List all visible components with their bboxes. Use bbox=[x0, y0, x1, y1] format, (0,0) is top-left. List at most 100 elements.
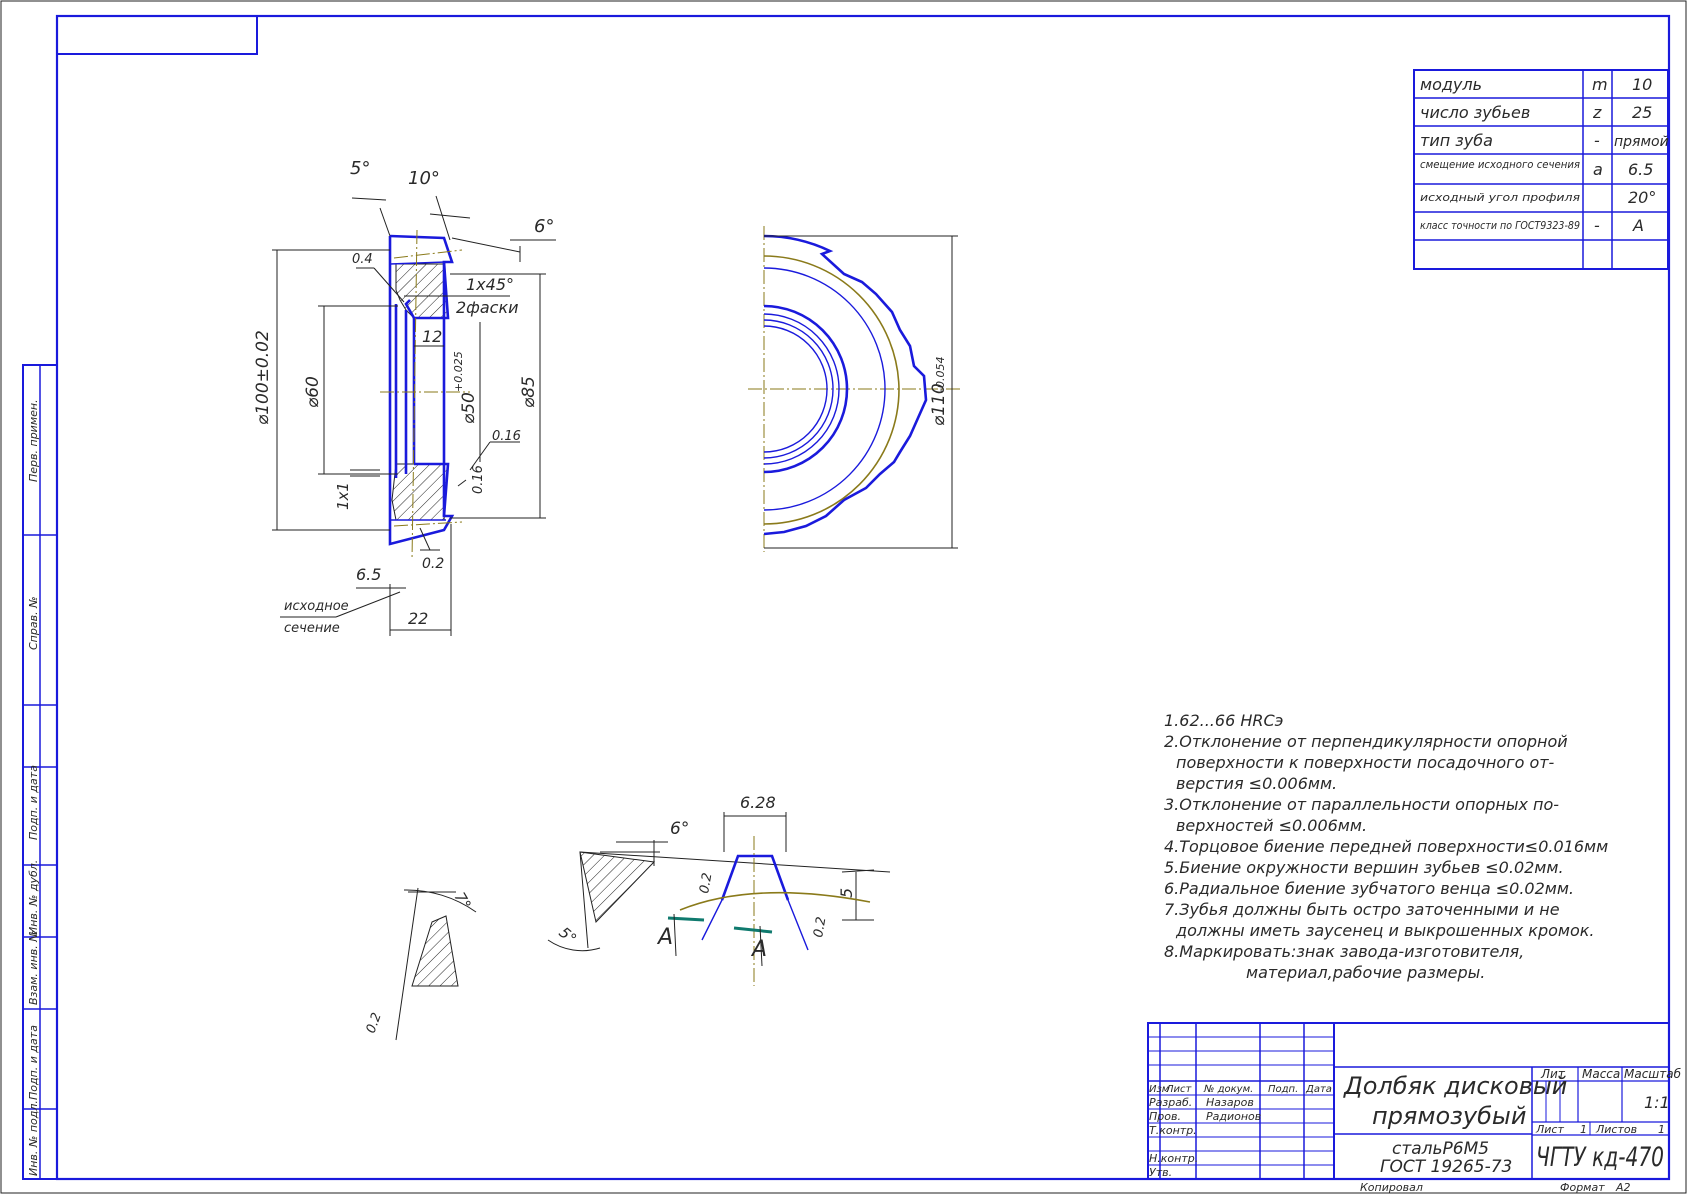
cutting-edge-detail: 7° 0.2 bbox=[364, 887, 477, 1041]
dim-diameter-50-tol: +0.025 bbox=[452, 351, 465, 392]
dim-angle-6-detail: 6° bbox=[670, 819, 689, 839]
tb-role: Утв. bbox=[1149, 1166, 1172, 1179]
dim-diameter-110-tol: -0.054 bbox=[934, 357, 947, 392]
dim-chamfer-count: 2фаски bbox=[456, 298, 519, 317]
drawing-title-2: прямозубый bbox=[1372, 1102, 1526, 1130]
note-line: поверхности к поверхности посадочного от… bbox=[1176, 753, 1555, 772]
dim-diameter-85: ⌀85 bbox=[519, 376, 539, 408]
dim-width-12: 12 bbox=[422, 327, 442, 346]
section-marker-a: А bbox=[656, 925, 673, 950]
stamp-label: Перв. примен. bbox=[27, 399, 40, 482]
note-line: верхностей ≤0.006мм. bbox=[1176, 816, 1367, 835]
format-label: Формат bbox=[1560, 1181, 1605, 1194]
note-line: материал,рабочие размеры. bbox=[1246, 963, 1485, 982]
dim-angle-6: 6° bbox=[534, 216, 554, 237]
stamp-label: Взам. инв. № bbox=[27, 930, 40, 1005]
note-line: 1.62...66 HRCэ bbox=[1164, 711, 1283, 730]
sheets-label: Листов bbox=[1595, 1123, 1637, 1136]
material-1: стальР6М5 bbox=[1392, 1139, 1489, 1159]
param-name: смещение исходного сечения bbox=[1420, 158, 1580, 171]
dim-radius-02b: 0.2 bbox=[811, 916, 829, 939]
param-symbol: m bbox=[1592, 75, 1608, 94]
tb-header-doc: № докум. bbox=[1203, 1084, 1253, 1095]
tb-name: Назаров bbox=[1206, 1096, 1254, 1109]
param-name: модуль bbox=[1420, 75, 1482, 94]
stamp-label: Подп. и дата bbox=[27, 1025, 40, 1100]
param-value: прямой bbox=[1614, 134, 1669, 150]
dim-roughness-016: 0.16 bbox=[492, 429, 521, 444]
note-line: 6.Радиальное биение зубчатого венца ≤0.0… bbox=[1164, 879, 1574, 898]
dim-radius-04: 0.4 bbox=[352, 252, 373, 267]
section-marker-a: А bbox=[750, 937, 767, 962]
dim-radius-02c: 0.2 bbox=[364, 1011, 385, 1036]
dim-angle-5-detail: 5° bbox=[555, 923, 580, 948]
designation: ЧГТУ кд-470 bbox=[1536, 1142, 1664, 1173]
tb-header-sign: Подп. bbox=[1268, 1084, 1298, 1095]
param-symbol: - bbox=[1594, 131, 1600, 150]
param-value: 25 bbox=[1632, 103, 1652, 122]
dim-width-22: 22 bbox=[408, 609, 428, 628]
tb-role: Разраб. bbox=[1149, 1096, 1192, 1109]
dim-diameter-50: ⌀50 bbox=[459, 392, 479, 424]
sheet-label: Лист bbox=[1535, 1123, 1564, 1136]
param-name: тип зуба bbox=[1420, 131, 1493, 150]
stamp-label: Справ. № bbox=[27, 596, 40, 650]
dim-chamfer: 1x45° bbox=[466, 275, 514, 294]
source-section-label-1: исходное bbox=[284, 599, 349, 614]
dim-diameter-110: ⌀110 bbox=[929, 383, 949, 426]
tb-role: Н.контр. bbox=[1149, 1152, 1198, 1165]
stamp-label: Подп. и дата bbox=[27, 765, 40, 840]
note-line: верстия ≤0.006мм. bbox=[1176, 774, 1337, 793]
technical-notes: 1.62...66 HRCэ 2.Отклонение от перпендик… bbox=[1164, 711, 1608, 982]
stamp-label: Инв. № дубл. bbox=[27, 860, 40, 935]
title-block: Изм Лист № докум. Подп. Дата Разраб. Наз… bbox=[1147, 1022, 1682, 1194]
dim-roughness-02: 0.2 bbox=[422, 556, 444, 572]
param-symbol: a bbox=[1593, 160, 1603, 179]
side-stamp: Перв. примен. Справ. № Подп. и дата Инв.… bbox=[22, 364, 58, 1180]
section-view: 5° 10° 6° 0.4 1x45° 2фаски ⌀100±0.02 ⌀60… bbox=[253, 158, 556, 636]
param-value: А bbox=[1632, 216, 1644, 235]
dim-radius-02a: 0.2 bbox=[697, 872, 715, 895]
tb-role: Т.контр. bbox=[1149, 1124, 1197, 1137]
dim-roughness-016b: 0.16 bbox=[471, 465, 486, 494]
material-2: ГОСТ 19265-73 bbox=[1380, 1157, 1512, 1177]
tooth-detail-view: 6.28 6° 5 0.2 0.2 5° А А bbox=[547, 793, 891, 986]
dim-tooth-width: 6.28 bbox=[740, 793, 776, 812]
copied-label: Копировал bbox=[1360, 1181, 1423, 1194]
dim-height-5: 5 bbox=[837, 888, 856, 898]
param-symbol: - bbox=[1594, 216, 1600, 235]
tb-name: Радионов bbox=[1206, 1110, 1261, 1123]
format-value: А2 bbox=[1615, 1181, 1631, 1194]
note-line: 8.Маркировать:знак завода-изготовителя, bbox=[1164, 942, 1524, 961]
tb-header-list: Лист bbox=[1165, 1084, 1193, 1095]
dim-width-65: 6.5 bbox=[356, 565, 381, 584]
stamp-label: Инв. № подл. bbox=[27, 1100, 40, 1176]
gear-half-view: ⌀110 -0.054 bbox=[748, 226, 960, 552]
mass-label: Масса bbox=[1582, 1067, 1620, 1081]
param-symbol: z bbox=[1592, 103, 1602, 122]
tb-header-izm: Изм bbox=[1149, 1084, 1170, 1095]
dim-angle-5: 5° bbox=[350, 158, 370, 179]
param-value: 10 bbox=[1632, 75, 1652, 94]
param-value: 20° bbox=[1628, 188, 1656, 207]
note-line: 5.Биение окружности вершин зубьев ≤0.02м… bbox=[1164, 858, 1564, 877]
scale-label: Масштаб bbox=[1624, 1067, 1682, 1081]
dim-angle-7: 7° bbox=[451, 889, 475, 913]
note-line: 4.Торцовое биение передней поверхности≤0… bbox=[1164, 837, 1608, 856]
note-line: должны иметь заусенец и выкрошенных кром… bbox=[1175, 921, 1595, 940]
dim-diameter-100: ⌀100±0.02 bbox=[253, 330, 273, 425]
dim-diameter-60: ⌀60 bbox=[303, 376, 323, 408]
tb-header-date: Дата bbox=[1305, 1084, 1332, 1095]
dim-chamfer-1x1: 1x1 bbox=[334, 482, 352, 510]
param-name: число зубьев bbox=[1420, 103, 1530, 122]
sheets-value: 1 bbox=[1658, 1123, 1665, 1136]
tb-role: Пров. bbox=[1149, 1110, 1181, 1123]
params-table: модуль m 10 число зубьев z 25 тип зуба -… bbox=[1413, 69, 1669, 270]
param-name: класс точности по ГОСТ9323-89 bbox=[1420, 219, 1580, 232]
note-line: 3.Отклонение от параллельности опорных п… bbox=[1164, 795, 1559, 814]
top-left-stamp-box bbox=[56, 15, 258, 55]
param-value: 6.5 bbox=[1628, 160, 1653, 179]
drawing-title-1: Долбяк дисковый bbox=[1343, 1072, 1567, 1100]
